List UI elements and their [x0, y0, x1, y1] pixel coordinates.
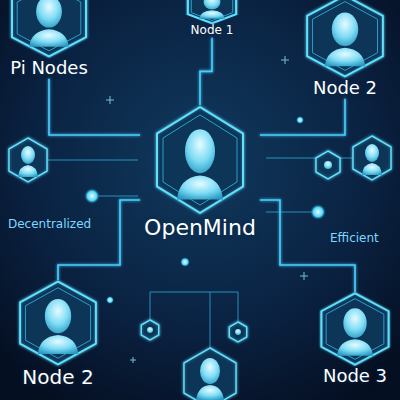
small-hexagons: [9, 136, 391, 400]
hexagon-outline: [14, 280, 102, 366]
node-label: Node 3: [323, 366, 387, 387]
hexagon-outline: [150, 105, 250, 215]
hexagon-node: Node 3: [312, 292, 398, 387]
face-icons: [18, 144, 382, 400]
node-label: OpenMind: [144, 215, 256, 240]
node-label: Node 1: [191, 24, 234, 38]
sparkle-marks: [106, 56, 308, 363]
feature-label: Decentralized: [8, 218, 91, 232]
connector-line: [49, 79, 140, 135]
hexagon-outline: [301, 0, 389, 78]
hexagon-outline: [184, 0, 240, 24]
connector-line: [58, 200, 140, 280]
hexagon-node: Node 2: [297, 0, 393, 99]
connector-line: [260, 99, 345, 135]
hexagon-node: Pi Nodes: [2, 0, 96, 79]
node-label: Pi Nodes: [10, 58, 88, 79]
connector-line: [200, 38, 212, 105]
hexagon-node: Node 2: [10, 280, 106, 389]
hexagon-node: OpenMind: [140, 105, 260, 240]
hexagon-outline: [316, 292, 394, 366]
connector-line: [260, 200, 355, 292]
node-label: Node 2: [22, 366, 93, 389]
hexagon-outline: [6, 0, 92, 58]
node-label: Node 2: [313, 78, 377, 99]
feature-label: Efficient: [330, 232, 379, 246]
hexagon-node: Node 1: [180, 0, 244, 38]
